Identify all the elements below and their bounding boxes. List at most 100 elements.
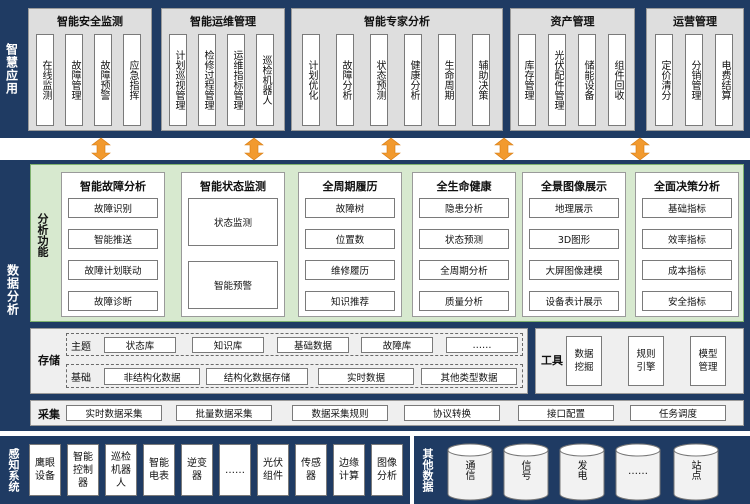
collect-item[interactable]: 接口配置 bbox=[518, 405, 614, 421]
database-cylinders bbox=[447, 443, 719, 501]
app-item[interactable]: 应急指挥 bbox=[123, 34, 141, 126]
sensor-item-label: 智能控制器 bbox=[73, 451, 93, 489]
other-data-item[interactable]: 信号 bbox=[519, 460, 530, 480]
function-item[interactable]: 智能预警 bbox=[188, 261, 278, 309]
function-item[interactable]: 大屏图像建模 bbox=[529, 260, 619, 280]
function-item[interactable]: 隐患分析 bbox=[419, 198, 509, 218]
function-item[interactable]: 位置数 bbox=[305, 229, 395, 249]
collect-item[interactable]: 实时数据采集 bbox=[66, 405, 162, 421]
base-item[interactable]: 结构化数据存储 bbox=[206, 368, 308, 385]
app-item[interactable]: 故障分析 bbox=[336, 34, 354, 126]
collect-item[interactable]: 数据采集规则 bbox=[292, 405, 388, 421]
app-item[interactable]: 故障预警 bbox=[94, 34, 112, 126]
app-item[interactable]: 健康分析 bbox=[404, 34, 422, 126]
column-title: 全周期履历 bbox=[322, 180, 378, 193]
group-title: 运营管理 bbox=[673, 15, 717, 28]
tool-item-label: 模型管理 bbox=[698, 349, 718, 373]
theme-item[interactable]: 状态库 bbox=[104, 337, 176, 353]
sensor-item[interactable]: 边缘计算 bbox=[333, 444, 365, 496]
double-arrow-icon bbox=[91, 137, 111, 161]
app-item[interactable]: 分销管理 bbox=[685, 34, 703, 126]
collect-item[interactable]: 协议转换 bbox=[404, 405, 500, 421]
function-item[interactable]: 设备表计展示 bbox=[529, 291, 619, 311]
column-title: 全景图像展示 bbox=[541, 180, 607, 193]
other-data-item[interactable]: 通信 bbox=[463, 460, 474, 480]
function-item[interactable]: 全周期分析 bbox=[419, 260, 509, 280]
app-item[interactable]: 检修过程管理 bbox=[198, 34, 216, 126]
collect-label: 采集 bbox=[38, 408, 60, 421]
sensor-item[interactable]: 鹰眼设备 bbox=[29, 444, 61, 496]
double-arrow-icon bbox=[381, 137, 401, 161]
tool-item[interactable]: 数据挖掘 bbox=[566, 336, 602, 386]
function-item[interactable]: 地理展示 bbox=[529, 198, 619, 218]
function-item[interactable]: 成本指标 bbox=[642, 260, 732, 280]
sensor-item-label: 逆变器 bbox=[187, 458, 207, 482]
double-arrow-icon bbox=[244, 137, 264, 161]
sensor-item[interactable]: 传感器 bbox=[295, 444, 327, 496]
sensor-item[interactable]: …… bbox=[219, 444, 251, 496]
sensor-item-label: 巡检机器人 bbox=[111, 451, 131, 489]
function-item[interactable]: 基础指标 bbox=[642, 198, 732, 218]
other-data-label: 其他数据 bbox=[421, 448, 434, 492]
sensor-item[interactable]: 智能控制器 bbox=[67, 444, 99, 496]
other-data-item[interactable]: …… bbox=[628, 466, 648, 477]
sensor-item[interactable]: 图像分析 bbox=[371, 444, 403, 496]
tool-item[interactable]: 模型管理 bbox=[690, 336, 726, 386]
collect-item[interactable]: 批量数据采集 bbox=[176, 405, 272, 421]
app-item[interactable]: 生命周期 bbox=[438, 34, 456, 126]
function-item[interactable]: 故障诊断 bbox=[68, 291, 158, 311]
app-item[interactable]: 储能设备 bbox=[578, 34, 596, 126]
app-item[interactable]: 计划巡视管理 bbox=[169, 34, 187, 126]
function-item[interactable]: 3D图形 bbox=[529, 229, 619, 249]
app-item[interactable]: 辅助决策 bbox=[472, 34, 490, 126]
double-arrow-icon bbox=[494, 137, 514, 161]
theme-item[interactable]: …… bbox=[446, 337, 518, 353]
theme-item[interactable]: 基础数据 bbox=[277, 337, 349, 353]
tool-item[interactable]: 规则引擎 bbox=[628, 336, 664, 386]
collect-item[interactable]: 任务调度 bbox=[630, 405, 726, 421]
app-item[interactable]: 定价清分 bbox=[655, 34, 673, 126]
app-item[interactable]: 故障管理 bbox=[65, 34, 83, 126]
other-data-item[interactable]: 站点 bbox=[689, 460, 700, 480]
column-title: 智能故障分析 bbox=[80, 180, 146, 193]
group-title: 智能运维管理 bbox=[190, 15, 256, 28]
app-item[interactable]: 巡检机器人 bbox=[256, 34, 274, 126]
function-item[interactable]: 智能推送 bbox=[68, 229, 158, 249]
column-title: 全生命健康 bbox=[436, 180, 492, 193]
app-item[interactable]: 状态预测 bbox=[370, 34, 388, 126]
app-item[interactable]: 光伏配件管理 bbox=[548, 34, 566, 126]
theme-label: 主题 bbox=[71, 342, 91, 353]
function-item[interactable]: 质量分析 bbox=[419, 291, 509, 311]
function-item[interactable]: 状态监测 bbox=[188, 198, 278, 246]
sensor-item-label: 智能电表 bbox=[149, 458, 169, 482]
app-item[interactable]: 计划优化 bbox=[302, 34, 320, 126]
tools-label: 工具 bbox=[541, 354, 563, 367]
base-item[interactable]: 实时数据 bbox=[318, 368, 414, 385]
other-data-item[interactable]: 发电 bbox=[575, 460, 586, 480]
function-item[interactable]: 安全指标 bbox=[642, 291, 732, 311]
sensor-item-label: 边缘计算 bbox=[339, 458, 359, 482]
theme-item[interactable]: 故障库 bbox=[361, 337, 433, 353]
tool-item-label: 规则引擎 bbox=[636, 349, 656, 373]
sensor-item[interactable]: 光伏组件 bbox=[257, 444, 289, 496]
function-item[interactable]: 故障识别 bbox=[68, 198, 158, 218]
function-item[interactable]: 故障计划联动 bbox=[68, 260, 158, 280]
base-item[interactable]: 非结构化数据 bbox=[104, 368, 200, 385]
app-item[interactable]: 在线监测 bbox=[36, 34, 54, 126]
base-item[interactable]: 其他类型数据 bbox=[421, 368, 517, 385]
storage-label: 存储 bbox=[38, 354, 60, 367]
theme-item[interactable]: 知识库 bbox=[192, 337, 264, 353]
sensor-item[interactable]: 逆变器 bbox=[181, 444, 213, 496]
app-item[interactable]: 组件回收 bbox=[608, 34, 626, 126]
app-item[interactable]: 电费结算 bbox=[715, 34, 733, 126]
app-item[interactable]: 运维指标管理 bbox=[227, 34, 245, 126]
sensor-item-label: 光伏组件 bbox=[263, 458, 283, 482]
function-item[interactable]: 效率指标 bbox=[642, 229, 732, 249]
sensor-item[interactable]: 智能电表 bbox=[143, 444, 175, 496]
function-item[interactable]: 故障树 bbox=[305, 198, 395, 218]
function-item[interactable]: 知识推荐 bbox=[305, 291, 395, 311]
sensor-item[interactable]: 巡检机器人 bbox=[105, 444, 137, 496]
app-item[interactable]: 库存管理 bbox=[518, 34, 536, 126]
function-item[interactable]: 维修履历 bbox=[305, 260, 395, 280]
function-item[interactable]: 状态预测 bbox=[419, 229, 509, 249]
